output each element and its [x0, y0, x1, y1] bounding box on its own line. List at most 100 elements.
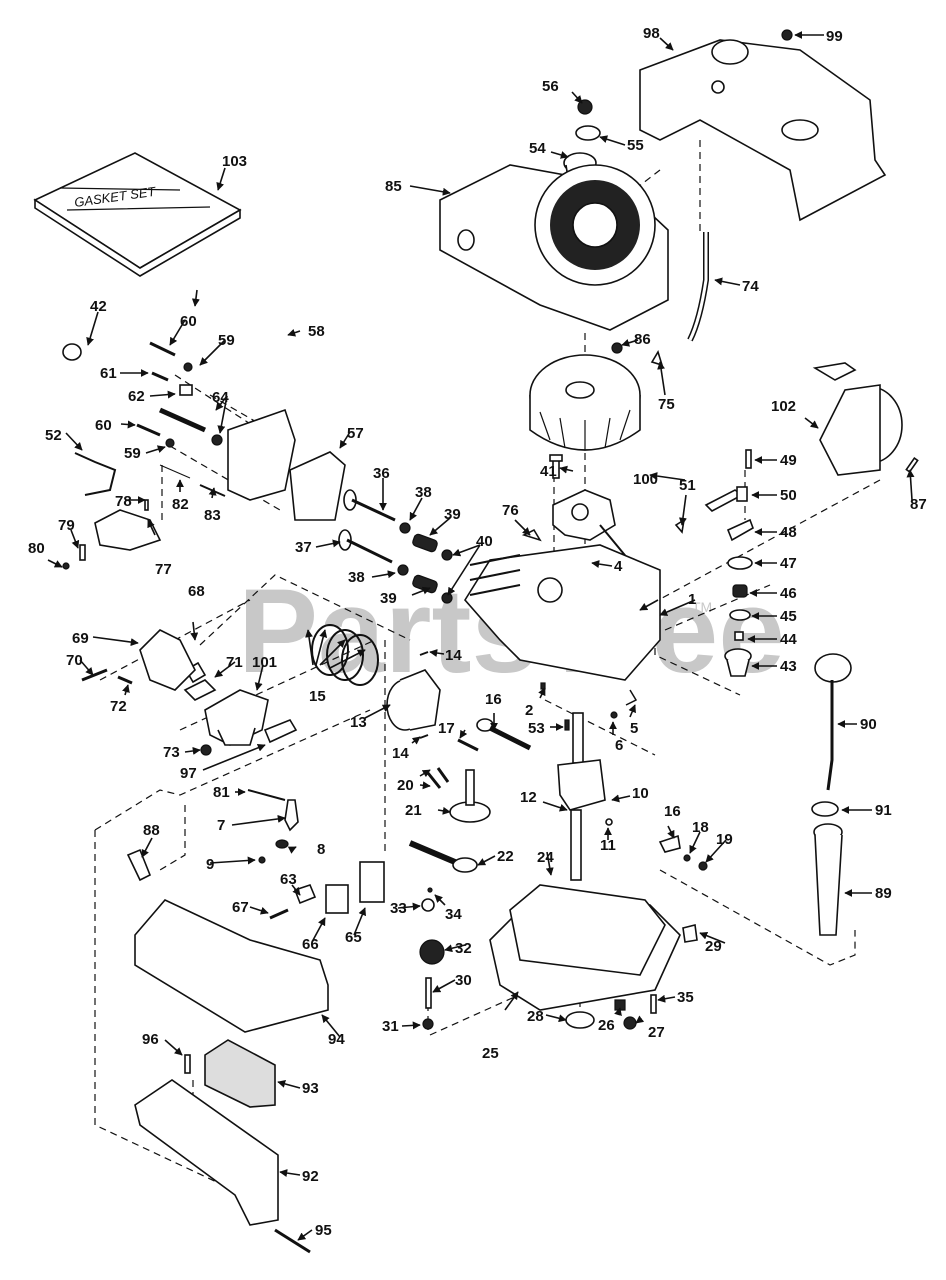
callout-14-upper[interactable]: 14 — [445, 647, 462, 664]
part-59-washer-lower[interactable] — [165, 438, 175, 448]
callout-16-lower[interactable]: 16 — [664, 803, 681, 820]
part-93-filter-element[interactable] — [204, 1039, 276, 1108]
callout-99[interactable]: 99 — [826, 28, 843, 45]
callout-77[interactable]: 77 — [155, 561, 172, 578]
callout-22[interactable]: 22 — [497, 848, 514, 865]
part-53-key[interactable] — [564, 719, 570, 731]
part-67-screw[interactable] — [269, 908, 289, 920]
callout-37[interactable]: 37 — [295, 539, 312, 556]
part-73-nut[interactable] — [200, 744, 212, 756]
callout-40[interactable]: 40 — [476, 533, 493, 550]
callout-61[interactable]: 61 — [100, 365, 117, 382]
callout-100[interactable]: 100 — [633, 471, 658, 488]
part-97-gasket[interactable] — [263, 719, 298, 744]
part-56-nut[interactable] — [577, 99, 593, 115]
part-35-bolt[interactable] — [650, 994, 657, 1014]
part-8-bushing[interactable] — [275, 839, 289, 849]
callout-81[interactable]: 81 — [213, 784, 230, 801]
part-9-screw[interactable] — [258, 856, 266, 864]
callout-91[interactable]: 91 — [875, 802, 892, 819]
callout-9[interactable]: 9 — [206, 856, 214, 873]
part-49-bolt[interactable] — [745, 449, 752, 469]
part-80-screw[interactable] — [62, 562, 70, 570]
callout-53[interactable]: 53 — [528, 720, 545, 737]
callout-56[interactable]: 56 — [542, 78, 559, 95]
callout-103[interactable]: 103 — [222, 153, 247, 170]
callout-85[interactable]: 85 — [385, 178, 402, 195]
part-15-piston-rings[interactable] — [311, 624, 379, 686]
part-28-seal[interactable] — [565, 1011, 595, 1029]
part-90-dipstick[interactable] — [814, 653, 852, 791]
part-20-tappets[interactable] — [426, 767, 450, 789]
part-21-camshaft[interactable] — [449, 769, 491, 823]
callout-21[interactable]: 21 — [405, 802, 422, 819]
part-1-engine-block[interactable] — [464, 544, 661, 681]
part-96-screw[interactable] — [184, 1054, 191, 1074]
part-38-retainer-lower[interactable] — [397, 564, 409, 576]
part-25-sump[interactable] — [489, 884, 681, 1011]
part-19-nut[interactable] — [698, 861, 708, 871]
callout-64[interactable]: 64 — [212, 389, 229, 406]
callout-102[interactable]: 102 — [771, 398, 796, 415]
part-72-screw[interactable] — [117, 675, 133, 685]
callout-31[interactable]: 31 — [382, 1018, 399, 1035]
part-71-gasket[interactable] — [183, 679, 217, 701]
part-79-clip[interactable] — [79, 544, 86, 561]
callout-2[interactable]: 2 — [525, 702, 533, 719]
part-40-cap-lower[interactable] — [441, 592, 453, 604]
callout-25[interactable]: 25 — [482, 1045, 499, 1062]
part-60-bolt-upper[interactable] — [149, 341, 176, 357]
part-50-elbow[interactable] — [704, 486, 748, 512]
callout-69[interactable]: 69 — [72, 630, 89, 647]
callout-68[interactable]: 68 — [188, 583, 205, 600]
callout-20[interactable]: 20 — [397, 777, 414, 794]
callout-38-lower[interactable]: 38 — [348, 569, 365, 586]
callout-11[interactable]: 11 — [600, 837, 616, 854]
callout-74[interactable]: 74 — [742, 278, 759, 295]
callout-96[interactable]: 96 — [142, 1031, 159, 1048]
part-11-pin[interactable] — [605, 818, 613, 826]
part-34-washer[interactable] — [427, 887, 433, 893]
callout-1[interactable]: 1 — [688, 591, 696, 608]
part-59-washer-upper[interactable] — [183, 362, 193, 372]
part-62-spacer[interactable] — [179, 384, 193, 396]
part-47-seal[interactable] — [727, 556, 753, 570]
callout-67[interactable]: 67 — [232, 899, 249, 916]
part-66-plate[interactable] — [325, 884, 349, 914]
part-102-recoil-starter[interactable] — [812, 362, 903, 476]
part-94-air-cleaner-cover[interactable] — [134, 899, 329, 1033]
callout-90[interactable]: 90 — [860, 716, 877, 733]
part-61-screw[interactable] — [151, 371, 169, 382]
callout-95[interactable]: 95 — [315, 1222, 332, 1239]
part-44-plug[interactable] — [734, 631, 744, 641]
callout-87[interactable]: 87 — [910, 496, 927, 513]
part-40-cap-upper[interactable] — [441, 549, 453, 561]
part-32-gear[interactable] — [419, 939, 445, 965]
callout-78[interactable]: 78 — [115, 493, 132, 510]
callout-36[interactable]: 36 — [373, 465, 390, 482]
callout-97[interactable]: 97 — [180, 765, 197, 782]
callout-32[interactable]: 32 — [455, 940, 472, 957]
callout-82[interactable]: 82 — [172, 496, 189, 513]
callout-38-upper[interactable]: 38 — [415, 484, 432, 501]
callout-5[interactable]: 5 — [630, 720, 638, 737]
part-89-fill-tube[interactable] — [813, 823, 843, 936]
part-64-spark-plug[interactable] — [158, 407, 207, 433]
part-58-cylinder-head[interactable] — [227, 408, 296, 501]
part-85-blower-housing[interactable] — [439, 164, 669, 331]
callout-16-upper[interactable]: 16 — [485, 691, 502, 708]
part-38-retainer-upper[interactable] — [399, 522, 411, 534]
callout-48[interactable]: 48 — [780, 524, 797, 541]
callout-43[interactable]: 43 — [780, 658, 797, 675]
part-31-nut[interactable] — [422, 1018, 434, 1030]
callout-72[interactable]: 72 — [110, 698, 127, 715]
callout-60-lower[interactable]: 60 — [95, 417, 112, 434]
callout-29[interactable]: 29 — [705, 938, 722, 955]
part-88-gasket[interactable] — [126, 848, 152, 882]
part-39-spring-upper[interactable] — [412, 533, 439, 553]
callout-88[interactable]: 88 — [143, 822, 160, 839]
callout-47[interactable]: 47 — [780, 555, 797, 572]
part-16-rod-cap[interactable] — [658, 834, 681, 853]
part-30-shaft[interactable] — [425, 977, 432, 1009]
callout-51[interactable]: 51 — [679, 477, 696, 494]
